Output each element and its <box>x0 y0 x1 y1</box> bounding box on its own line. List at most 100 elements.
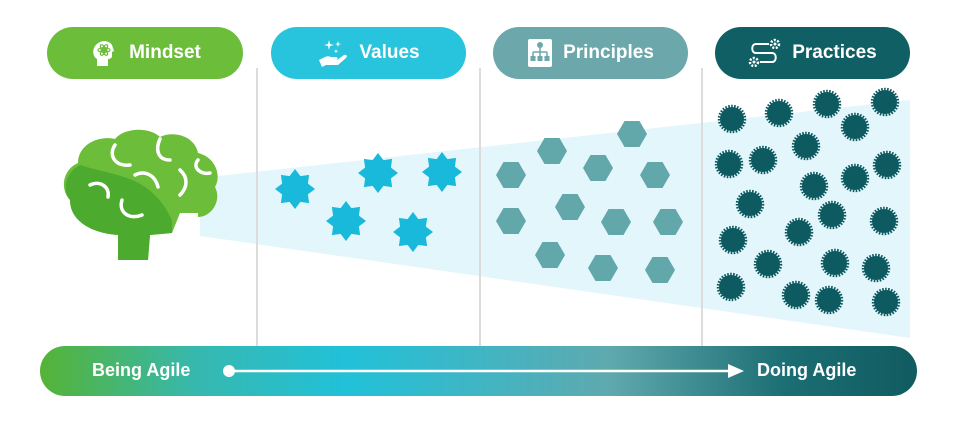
star-shape <box>393 212 433 252</box>
values-header: Values <box>271 27 466 79</box>
dot-edge <box>784 217 814 247</box>
dot-edge <box>861 253 891 283</box>
dot-core <box>767 101 791 125</box>
dot-core <box>874 290 898 314</box>
dot-edge <box>781 280 811 310</box>
dot-shape <box>781 280 811 310</box>
dot-edge <box>870 87 900 117</box>
dot-core <box>815 92 839 116</box>
principles-label: Principles <box>563 42 654 63</box>
dot-shape <box>764 98 794 128</box>
dot-shape <box>718 225 748 255</box>
dot-core <box>787 220 811 244</box>
dot-core <box>719 275 743 299</box>
dot-shape <box>784 217 814 247</box>
divider-3 <box>701 68 703 348</box>
dot-shape <box>817 200 847 230</box>
arrow <box>223 364 744 378</box>
hexagon-shape <box>496 208 526 234</box>
dot-edge <box>764 98 794 128</box>
mindset-label: Mindset <box>129 42 201 63</box>
dot-shape <box>735 189 765 219</box>
dot-edge <box>716 272 746 302</box>
principles-header: Principles <box>493 27 688 79</box>
hexagon-shape <box>496 162 526 188</box>
dot-edge <box>820 248 850 278</box>
dot-core <box>717 152 741 176</box>
dot-shape <box>717 104 747 134</box>
dot-core <box>843 166 867 190</box>
being-agile-label: Being Agile <box>92 360 191 380</box>
dot-core <box>794 134 818 158</box>
dot-core <box>864 256 888 280</box>
star-shape <box>326 201 366 241</box>
dot-core <box>738 192 762 216</box>
star-shape <box>422 152 462 192</box>
dot-core <box>751 148 775 172</box>
dot-shape <box>872 150 902 180</box>
hexagon-shape <box>601 209 631 235</box>
dot-edge <box>840 112 870 142</box>
dot-core <box>875 153 899 177</box>
hexagon-shape <box>583 155 613 181</box>
dot-core <box>784 283 808 307</box>
dot-edge <box>872 150 902 180</box>
dot-edge <box>799 171 829 201</box>
dot-edge <box>717 104 747 134</box>
practices-header: Practices <box>715 27 910 79</box>
dot-shape <box>840 112 870 142</box>
values-label: Values <box>359 42 420 63</box>
dot-edge <box>791 131 821 161</box>
dot-edge <box>871 287 901 317</box>
mindset-header: Mindset <box>47 27 243 79</box>
dot-shape <box>871 287 901 317</box>
dot-shape <box>714 149 744 179</box>
head-atom-icon <box>89 38 119 68</box>
dot-shape <box>840 163 870 193</box>
practices-label: Practices <box>792 42 877 63</box>
workflow-gears-icon <box>748 38 782 68</box>
dot-shape <box>869 206 899 236</box>
dot-shape <box>748 145 778 175</box>
hexagon-shape <box>653 209 683 235</box>
hexagon-shape <box>535 242 565 268</box>
dot-shape <box>870 87 900 117</box>
dot-shape <box>753 249 783 279</box>
hexagon-shape <box>588 255 618 281</box>
hexagon-shape <box>537 138 567 164</box>
dot-core <box>756 252 780 276</box>
dot-core <box>720 107 744 131</box>
dot-shape <box>814 285 844 315</box>
dot-edge <box>735 189 765 219</box>
hexagon-shape <box>645 257 675 283</box>
doing-agile-label: Doing Agile <box>757 360 857 380</box>
dot-shape <box>820 248 850 278</box>
dot-core <box>872 209 896 233</box>
dot-core <box>873 90 897 114</box>
dot-edge <box>748 145 778 175</box>
dot-core <box>802 174 826 198</box>
agile-spectrum-bar: Being Agile Doing Agile <box>40 346 917 396</box>
dot-edge <box>718 225 748 255</box>
dot-core <box>820 203 844 227</box>
dot-edge <box>812 89 842 119</box>
hexagon-shape <box>617 121 647 147</box>
dot-core <box>843 115 867 139</box>
dot-core <box>817 288 841 312</box>
divider-2 <box>479 68 481 348</box>
star-shape <box>275 169 315 209</box>
dot-shape <box>716 272 746 302</box>
dot-shape <box>861 253 891 283</box>
dot-edge <box>714 149 744 179</box>
divider-1 <box>256 68 258 348</box>
dot-edge <box>817 200 847 230</box>
org-chart-icon <box>527 38 553 68</box>
hexagon-shape <box>555 194 585 220</box>
dot-core <box>721 228 745 252</box>
dot-shape <box>791 131 821 161</box>
dot-edge <box>753 249 783 279</box>
dot-shape <box>799 171 829 201</box>
hand-sparkles-icon <box>317 38 349 68</box>
